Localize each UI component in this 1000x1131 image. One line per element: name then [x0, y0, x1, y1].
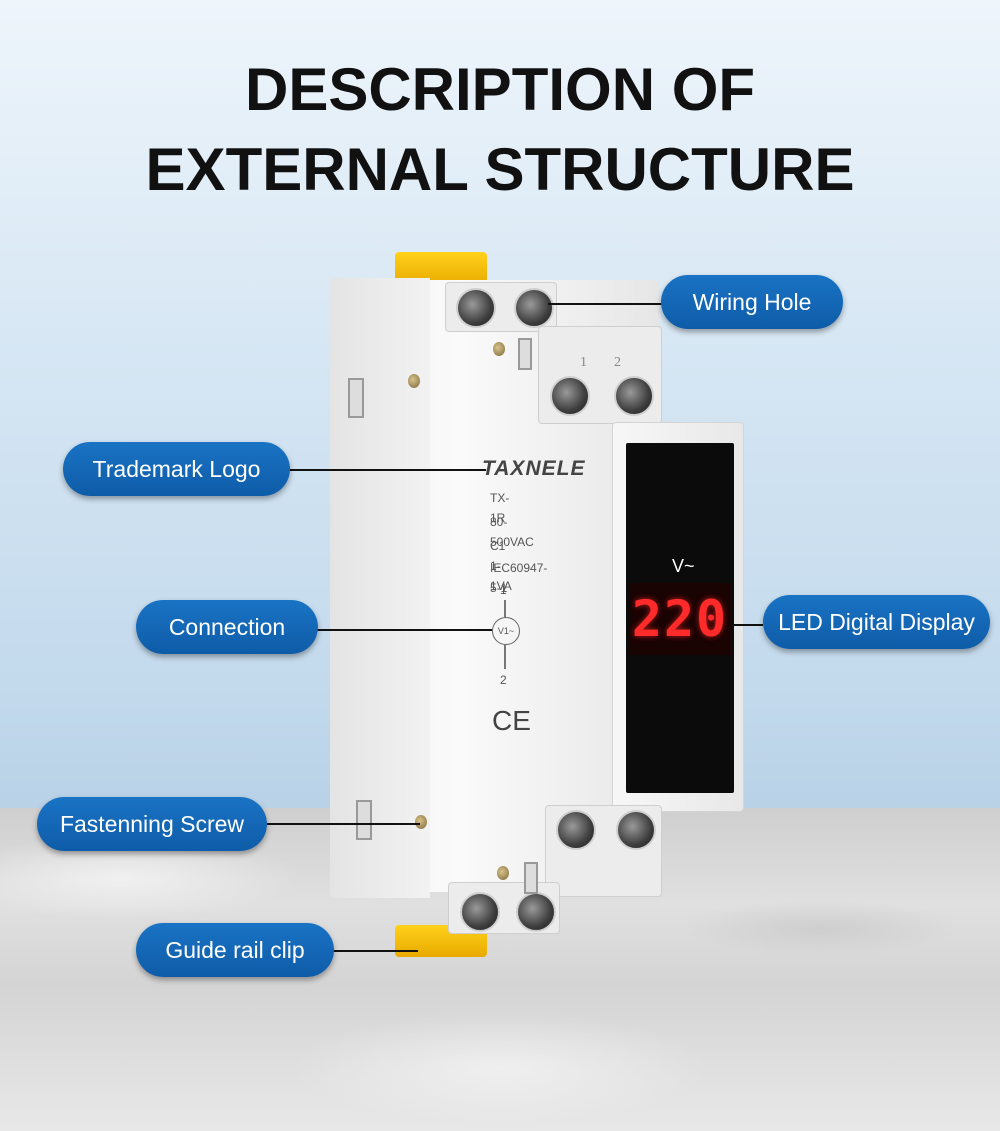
trademark-logo: TAXNELE: [482, 457, 586, 480]
connection-symbol: V1~: [492, 617, 520, 645]
latch-slot-bottom: [524, 862, 538, 894]
leader-trademark-logo: [288, 469, 486, 471]
callout-connection: Connection: [136, 600, 318, 654]
model-label: TX-1R: [490, 491, 510, 525]
standard-label: IEC60947-5-1: [490, 561, 548, 595]
wiring-hole-bottom-1: [556, 810, 596, 850]
callout-fastening-screw: Fastenning Screw: [37, 797, 267, 851]
release-slot-top: [348, 378, 364, 418]
connection-terminal-top: 1: [500, 583, 507, 597]
wiring-hole-bottom-3: [460, 892, 500, 932]
ce-mark: CE: [492, 705, 531, 736]
terminal-number-2: 2: [614, 355, 621, 370]
latch-slot-top: [518, 338, 532, 370]
voltage-range-label: 80-500VAC: [490, 515, 534, 549]
wiring-hole-top-2: [514, 288, 554, 328]
callout-guide-rail-clip: Guide rail clip: [136, 923, 334, 977]
connection-terminal-bottom: 2: [500, 673, 507, 687]
wiring-hole-2: [614, 376, 654, 416]
fastening-screw-bottom: [497, 866, 509, 880]
wiring-hole-1: [550, 376, 590, 416]
wiring-hole-bottom-4: [516, 892, 556, 932]
consumption-label: C1 1-1VA: [490, 539, 512, 593]
page-title-line2: EXTERNAL STRUCTURE: [145, 136, 855, 203]
leader-led-display: [733, 624, 763, 626]
leader-guide-rail-clip: [332, 950, 418, 952]
release-slot-bottom: [356, 800, 372, 840]
callout-trademark-logo: Trademark Logo: [63, 442, 290, 496]
fastening-screw: [415, 815, 427, 829]
leader-wiring-hole: [548, 303, 662, 305]
wiring-hole-bottom-2: [616, 810, 656, 850]
page-title-line1: DESCRIPTION OF: [244, 56, 756, 123]
led-reading: 220: [629, 583, 731, 655]
callout-wiring-hole: Wiring Hole: [661, 275, 843, 329]
fastening-screw-top: [493, 342, 505, 356]
leader-fastening-screw: [266, 823, 420, 825]
wiring-hole-top-1: [456, 288, 496, 328]
fastening-screw-side-top: [408, 374, 420, 388]
connection-line-bottom: [504, 645, 506, 669]
display-unit: V~: [672, 556, 695, 576]
terminal-number-1: 1: [580, 355, 587, 370]
connection-line-top: [504, 600, 506, 617]
leader-connection: [316, 629, 492, 631]
connection-symbol-text: V1~: [497, 626, 515, 636]
device-housing-side: [330, 278, 430, 898]
callout-led-display: LED Digital Display: [763, 595, 990, 649]
